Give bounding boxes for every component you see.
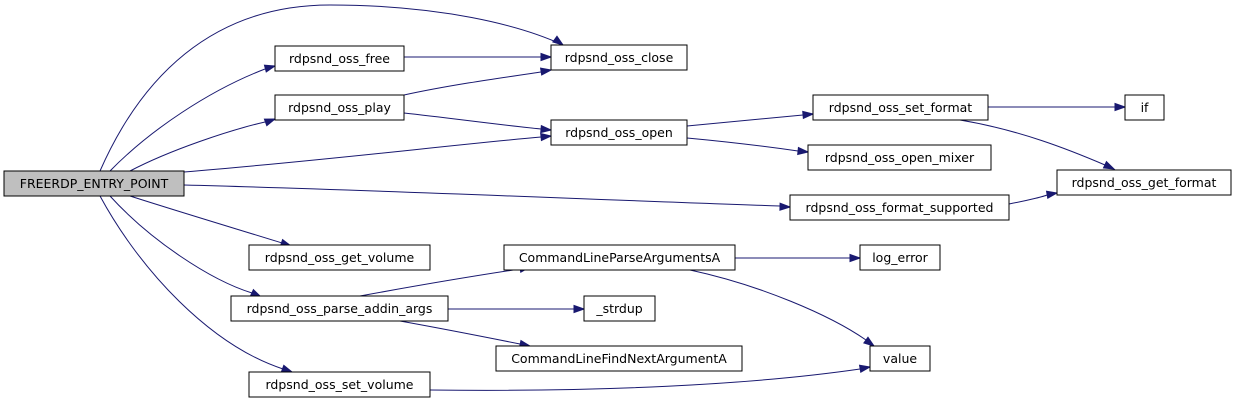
edge-play-to-close xyxy=(403,67,553,96)
node-label: rdpsnd_oss_close xyxy=(565,50,674,65)
edge-parse-args-to-log-error xyxy=(735,253,862,263)
arrowhead xyxy=(849,253,862,263)
arrowhead xyxy=(1102,160,1116,170)
edge-play-to-open xyxy=(403,112,553,134)
edge-parse-addin-args-to-find-next xyxy=(399,320,532,348)
edge-root-to-free xyxy=(109,64,277,172)
node-label: rdpsnd_oss_format_supported xyxy=(806,200,994,215)
node-log-error[interactable]: log_error xyxy=(859,244,941,271)
node-label: rdpsnd_oss_set_volume xyxy=(266,377,414,392)
arrowhead xyxy=(280,364,294,373)
node-commandline-parse-arguments-a[interactable]: CommandLineParseArgumentsA xyxy=(503,244,736,271)
node-label: rdpsnd_oss_parse_addin_args xyxy=(247,301,433,316)
node-rdpsnd-oss-get-volume[interactable]: rdpsnd_oss_get_volume xyxy=(248,244,431,271)
node-label: _strdup xyxy=(595,301,642,316)
edge-root-to-set-volume xyxy=(99,195,294,373)
node-rdpsnd-oss-play[interactable]: rdpsnd_oss_play xyxy=(274,94,405,121)
edges-layer xyxy=(99,4,1127,391)
arrowhead xyxy=(573,304,586,314)
node-rdpsnd-oss-set-volume[interactable]: rdpsnd_oss_set_volume xyxy=(248,371,431,398)
node-label: CommandLineParseArgumentsA xyxy=(519,250,721,265)
arrowhead xyxy=(863,336,876,347)
arrowhead xyxy=(540,52,553,62)
node-label: rdpsnd_oss_get_format xyxy=(1072,175,1217,190)
node-rdpsnd-oss-get-format[interactable]: rdpsnd_oss_get_format xyxy=(1056,169,1232,196)
node-label: FREERDP_ENTRY_POINT xyxy=(20,176,169,191)
edge-open-to-open-mixer xyxy=(686,137,810,156)
node-rdpsnd-oss-parse-addin-args[interactable]: rdpsnd_oss_parse_addin_args xyxy=(230,295,449,322)
edge-set-volume-to-value xyxy=(429,364,872,391)
node-rdpsnd-oss-set-format[interactable]: rdpsnd_oss_set_format xyxy=(812,94,989,121)
arrowhead xyxy=(263,64,277,73)
edge-open-to-set-format xyxy=(686,110,815,127)
arrowhead xyxy=(858,364,872,373)
node-label: rdpsnd_oss_free xyxy=(289,51,390,66)
node-rdpsnd-oss-open-mixer[interactable]: rdpsnd_oss_open_mixer xyxy=(807,144,992,171)
node-label: rdpsnd_oss_set_format xyxy=(829,100,972,115)
arrowhead xyxy=(552,35,565,46)
node-label: rdpsnd_oss_get_volume xyxy=(265,250,415,265)
arrowhead xyxy=(802,110,815,120)
edge-root-to-open xyxy=(183,132,553,173)
edge-root-to-get-volume xyxy=(129,195,293,247)
edge-root-to-close xyxy=(99,4,565,172)
node-if[interactable]: if xyxy=(1124,94,1165,121)
node-label: if xyxy=(1141,100,1149,115)
arrowhead xyxy=(797,146,810,156)
node-strdup[interactable]: _strdup xyxy=(583,295,656,322)
edge-set-format-to-get-format xyxy=(959,119,1116,170)
arrowhead xyxy=(779,202,792,211)
arrowhead xyxy=(1114,102,1127,112)
node-freerdp-entry-point[interactable]: FREERDP_ENTRY_POINT xyxy=(3,170,185,197)
node-label: log_error xyxy=(872,250,928,265)
node-value[interactable]: value xyxy=(869,345,931,372)
node-rdpsnd-oss-open[interactable]: rdpsnd_oss_open xyxy=(550,119,688,146)
node-label: value xyxy=(883,351,917,366)
edge-set-format-to-if xyxy=(988,102,1127,112)
edge-root-to-format-supported xyxy=(183,184,792,211)
edge-root-to-parse-addin-args xyxy=(109,195,263,298)
arrowhead xyxy=(263,118,277,127)
node-rdpsnd-oss-close[interactable]: rdpsnd_oss_close xyxy=(550,44,688,71)
node-label: rdpsnd_oss_play xyxy=(288,100,391,115)
edge-parse-args-to-value xyxy=(689,269,876,347)
edge-root-to-play xyxy=(129,118,277,172)
arrowhead xyxy=(539,67,553,76)
arrowhead xyxy=(540,124,553,134)
node-label: CommandLineFindNextArgumentA xyxy=(511,351,727,366)
node-rdpsnd-oss-format-supported[interactable]: rdpsnd_oss_format_supported xyxy=(789,194,1010,221)
node-rdpsnd-oss-free[interactable]: rdpsnd_oss_free xyxy=(274,45,405,72)
edge-parse-addin-args-to-strdup xyxy=(448,304,586,314)
arrowhead xyxy=(1045,190,1059,199)
arrowhead xyxy=(540,132,553,142)
node-commandline-find-next-argument-a[interactable]: CommandLineFindNextArgumentA xyxy=(495,345,743,372)
edge-free-to-close xyxy=(404,52,553,62)
edge-format-supported-to-get-format xyxy=(1008,190,1059,205)
node-label: rdpsnd_oss_open_mixer xyxy=(825,150,975,165)
node-label: rdpsnd_oss_open xyxy=(565,125,673,140)
